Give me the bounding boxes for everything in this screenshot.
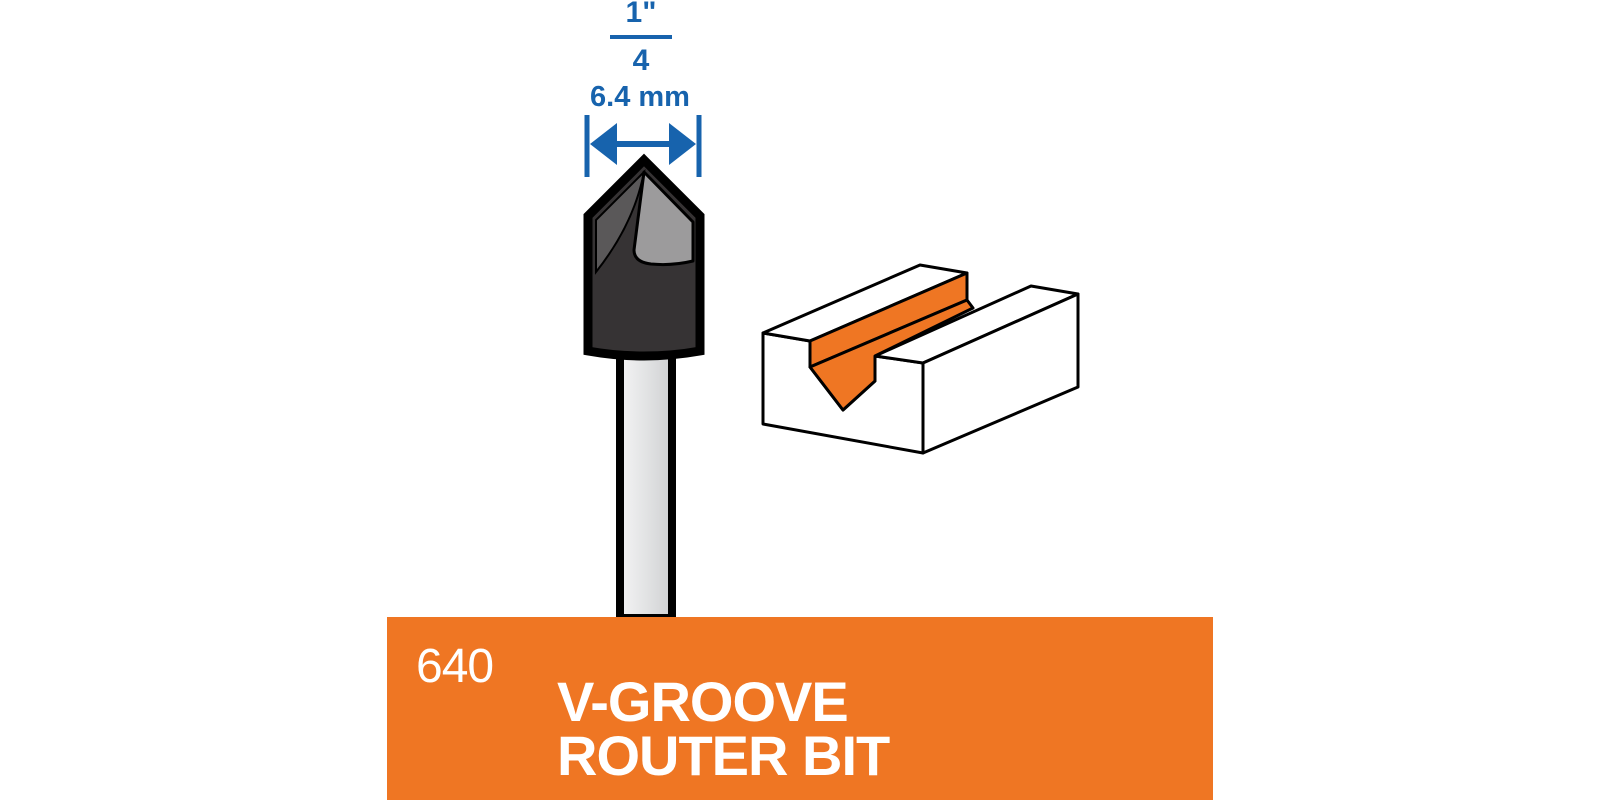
model-number: 640 xyxy=(416,640,494,693)
grooved-workpiece-icon xyxy=(761,263,1080,455)
groove-near-wall xyxy=(808,298,975,412)
dimension-metric-value: 6.4 mm xyxy=(590,81,690,113)
bit-right-facet xyxy=(632,170,695,267)
double-arrow-icon xyxy=(584,115,702,177)
banner-background xyxy=(387,617,1213,800)
dimension-annotation: 1" 4 6.4 mm xyxy=(584,0,702,177)
dimension-fraction-numerator: 1" xyxy=(626,0,657,29)
product-banner: 640 V-GROOVE ROUTER BIT xyxy=(387,617,1213,800)
workpiece-right-side xyxy=(921,292,1080,455)
product-title: V-GROOVE ROUTER BIT xyxy=(557,670,890,787)
dimension-fraction-denominator: 4 xyxy=(633,44,650,77)
product-title-line-1: V-GROOVE xyxy=(557,670,849,733)
v-groove-router-bit-icon xyxy=(583,153,705,622)
bit-shank xyxy=(616,346,676,622)
product-title-line-2: ROUTER BIT xyxy=(557,724,890,787)
